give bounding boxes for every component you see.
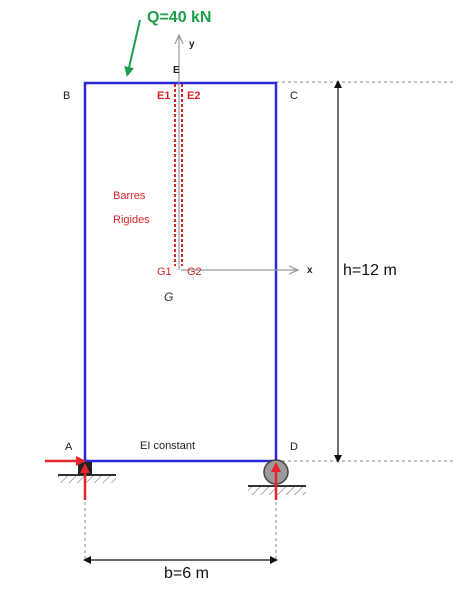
rigid-bars-caption-line2: Rigides	[113, 214, 150, 226]
node-label-b: B	[63, 90, 70, 102]
node-label-c: C	[290, 90, 298, 102]
load-label: Q=40 kN	[147, 9, 211, 26]
node-label-g2: G2	[187, 266, 202, 278]
stiffness-note: EI constant	[140, 440, 195, 452]
node-label-g1: G1	[157, 266, 172, 278]
y-axis-label: y	[189, 39, 195, 50]
frame-member	[83, 81, 278, 463]
support-a	[45, 456, 116, 500]
node-label-e2: E2	[187, 90, 200, 102]
rigid-bars-caption-line1: Barres	[113, 190, 146, 202]
x-axis-label: x	[307, 265, 313, 276]
node-label-e1: E1	[157, 90, 170, 102]
load-arrow	[124, 19, 141, 77]
node-label-a: A	[65, 441, 73, 453]
node-label-d: D	[290, 441, 298, 453]
support-d	[248, 459, 306, 500]
node-label-g: G	[164, 290, 173, 304]
height-label: h=12 m	[343, 262, 397, 279]
width-label: b=6 m	[164, 565, 209, 582]
node-label-e: E	[173, 65, 180, 76]
